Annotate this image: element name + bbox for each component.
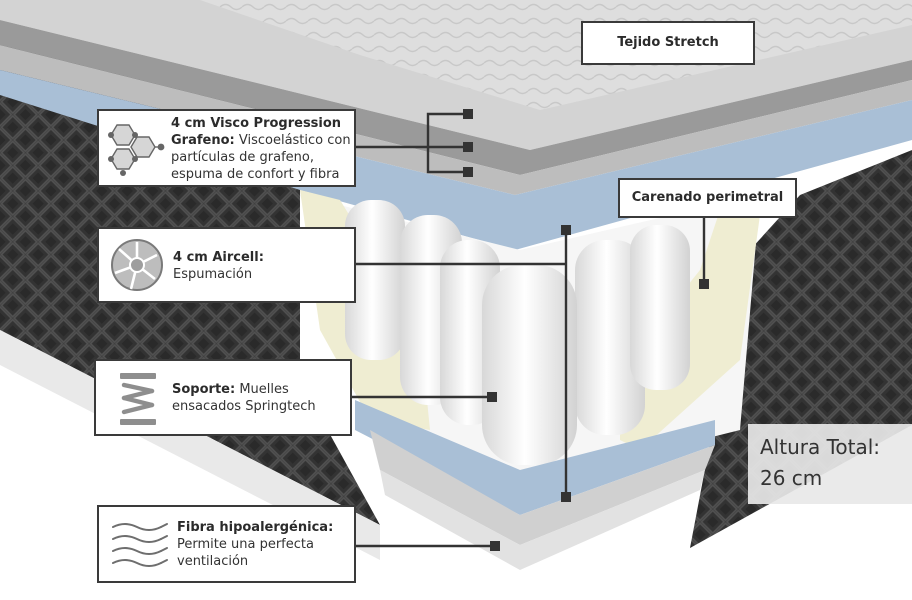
visco-foam-layer (0, 70, 912, 250)
callout-fibra-title: Fibra hipoalergénica: (177, 520, 334, 535)
label-tejido-stretch-text: Tejido Stretch (617, 35, 719, 50)
graphene-hex-icon (108, 124, 165, 176)
callout-visco-text: Viscoelástico con partículas de grafeno,… (171, 133, 351, 182)
total-height-label: Altura Total: (760, 435, 881, 459)
label-tejido-stretch: Tejido Stretch (581, 21, 755, 65)
callout-soporte: Soporte: Muelles ensacados Springtech (94, 359, 352, 436)
callout-fibra-text: Permite una perfecta ventilación (177, 537, 314, 569)
callout-visco-grafeno: 4 cm Visco Progression Grafeno: Viscoelá… (97, 109, 356, 187)
total-height-value: 26 cm (760, 466, 823, 490)
callout-soporte-title: Soporte: (172, 382, 236, 397)
hypoallergenic-fiber-layer (370, 430, 715, 545)
callout-aircell-title: 4 cm Aircell: (173, 250, 264, 265)
bottom-foam-layer (355, 400, 715, 515)
callout-fibra: Fibra hipoalergénica: Permite una perfec… (97, 505, 356, 583)
total-height-box: Altura Total: 26 cm (748, 424, 912, 504)
spring-coil-icon (120, 373, 156, 425)
callout-visco-title: 4 cm Visco Progression Grafeno: (171, 116, 342, 148)
pocket-spring (482, 265, 577, 465)
callout-aircell: 4 cm Aircell: Espumación (97, 227, 356, 303)
leader-lines (352, 112, 706, 548)
airflow-waves-icon (112, 523, 168, 567)
callout-soporte-text: Muelles ensacados Springtech (172, 382, 316, 414)
label-carenado-perimetral: Carenado perimetral (618, 178, 797, 218)
callout-aircell-text: Espumación (173, 267, 253, 282)
aircell-swirl-icon (111, 239, 163, 291)
label-carenado-perimetral-text: Carenado perimetral (631, 190, 784, 205)
